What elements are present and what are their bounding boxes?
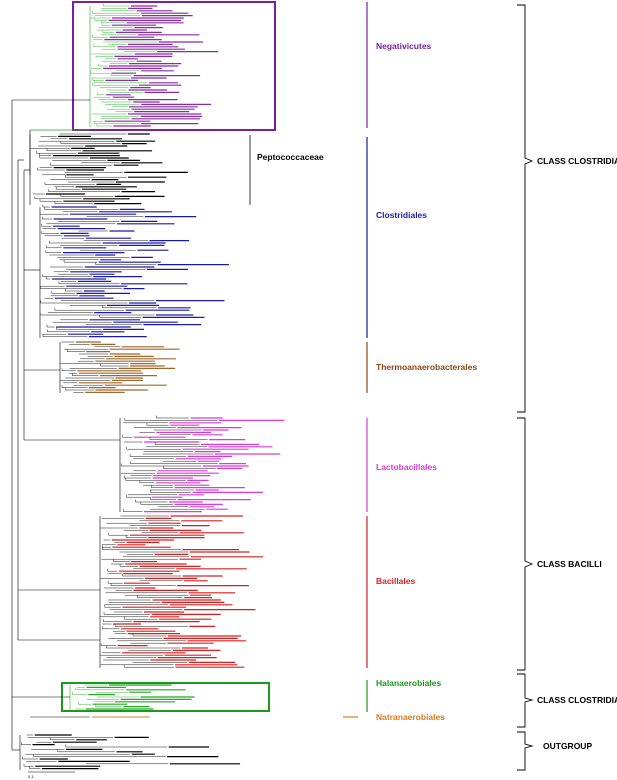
class-clostridia-top-label: CLASS CLOSTRIDIA	[537, 156, 617, 166]
outgroup-brace	[517, 731, 534, 771]
thermoanaerobacterales-label: Thermoanaerobacterales	[376, 362, 477, 372]
group-brackets	[249, 2, 534, 771]
clostridiales-label: Clostridiales	[376, 210, 427, 220]
peptococcaceae-label: Peptococcaceae	[257, 152, 324, 162]
negativicutes-box	[72, 1, 276, 131]
clostridia-bottom-brace	[517, 673, 534, 728]
lactobacillales-label: Lactobacillales	[376, 462, 437, 472]
halanaerobiales-label: Halanaerobiales	[376, 678, 441, 688]
bacilli-brace	[517, 417, 534, 671]
natranaerobiales-label: Natranaerobiales	[376, 712, 445, 722]
scale-bar-label: 0.1	[28, 774, 34, 779]
clostridia-top-brace	[517, 4, 534, 413]
class-bacilli-label: CLASS BACILLI	[537, 559, 602, 569]
bacillales-label: Bacillales	[376, 576, 415, 586]
tree-branches	[11, 3, 285, 770]
class-outgroup-label: OUTGROUP	[543, 741, 592, 751]
negativicutes-label: Negativicutes	[376, 41, 432, 51]
class-clostridia-bottom-label: CLASS CLOSTRIDIA	[537, 695, 617, 705]
